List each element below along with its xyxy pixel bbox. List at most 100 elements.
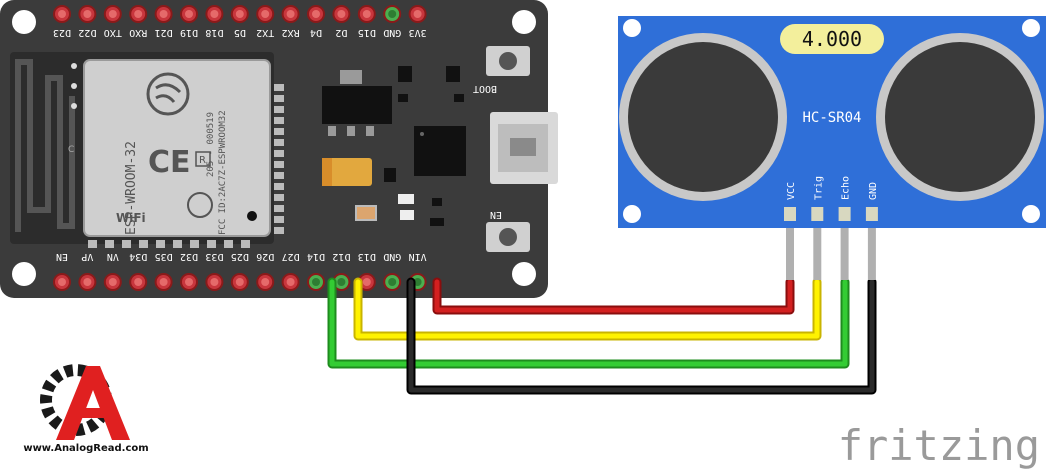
mount-hole (512, 262, 536, 286)
brand-url: www.AnalogRead.com (23, 443, 148, 454)
capacitor (322, 158, 372, 186)
pin-pad (261, 10, 270, 18)
module-pad (274, 84, 284, 91)
wires (327, 277, 877, 395)
bottom-pin-label: D14 (307, 251, 325, 262)
top-pin-label: D15 (358, 27, 376, 38)
sensor-model-label: HC-SR04 (802, 110, 861, 126)
module-pads (88, 84, 284, 248)
fritzing-watermark: fritzing (838, 421, 1040, 470)
fcc-logo-icon (187, 192, 213, 218)
bottom-pin-label: D27 (282, 251, 300, 262)
pin-pad (83, 10, 92, 18)
top-pin-label: TXO (104, 27, 122, 38)
micro-usb-port[interactable] (490, 112, 558, 184)
sensor-pin-gnd[interactable] (865, 207, 878, 221)
pin-pad (185, 278, 193, 286)
module-pad (274, 95, 284, 102)
top-pin-label: D23 (53, 27, 71, 38)
mount-hole (623, 205, 641, 223)
module-pad (274, 183, 284, 190)
mount-hole (12, 10, 36, 34)
module-name: ESP-WROOM-32 (124, 141, 139, 235)
top-pin-label: RX2 (282, 27, 300, 38)
pin-pad (108, 10, 117, 18)
pin-pad (286, 278, 295, 286)
module-pad (241, 240, 250, 248)
module-pad (122, 240, 131, 248)
bottom-pin-row (53, 273, 427, 291)
transducer-right (876, 33, 1044, 201)
top-pin-label: D22 (78, 27, 96, 38)
module-pad (274, 139, 284, 146)
top-pin-label: GND (383, 27, 401, 38)
antenna-trace (15, 59, 75, 232)
distance-readout: 4.000 (802, 27, 862, 51)
sensor-pin-label: GND (868, 182, 879, 200)
pin-pad (362, 278, 371, 286)
sensor-pin-label: Echo (841, 176, 852, 200)
pin-pad (58, 10, 66, 18)
top-pin-label: D18 (205, 27, 223, 38)
en-button[interactable] (486, 222, 530, 252)
bottom-pin-label: VP (81, 251, 93, 262)
analogread-logo: www.AnalogRead.com (16, 364, 164, 454)
antenna-label: C (68, 145, 74, 155)
sensor-pin-trig[interactable] (811, 207, 824, 221)
module-fcc-id: FCC ID:2AC7Z-ESPWROOM32 (218, 110, 228, 235)
pin-pad (413, 10, 422, 18)
bottom-pin-label: D26 (256, 251, 274, 262)
pin-pad (159, 278, 168, 286)
module-pad (274, 227, 284, 234)
top-pin-label: D2 (335, 27, 347, 38)
esp-wroom-32-module: C ESP-WROOM-32 FCC ID:2AC7Z-ESPWROOM32 2… (10, 52, 284, 248)
bottom-pin-label: D35 (155, 251, 173, 262)
pin-pad (185, 10, 193, 18)
top-pin-label: TX2 (256, 27, 274, 38)
distance-display (780, 24, 884, 54)
boot-button[interactable] (486, 46, 530, 76)
module-pad (274, 161, 284, 168)
bottom-pin-label: D12 (332, 251, 350, 262)
pin-pad (337, 278, 346, 286)
module-pad (88, 240, 97, 248)
top-pin-label: 3V3 (409, 27, 427, 38)
pin-pad (337, 10, 346, 18)
top-pin-label: D5 (234, 27, 246, 38)
bottom-pin-label: D33 (205, 251, 223, 262)
module-pad (274, 117, 284, 124)
pin-pad (108, 278, 117, 286)
transducer-left (619, 33, 787, 201)
en-label: EN (490, 209, 502, 220)
top-pin-label: RXO (129, 27, 147, 38)
module-pad (139, 240, 148, 248)
espressif-logo-icon (146, 72, 190, 116)
pin-pad (312, 278, 320, 286)
module-pad (274, 216, 284, 223)
top-pin-label: D21 (155, 27, 173, 38)
pin-pad (235, 10, 244, 18)
sensor-pin-echo[interactable] (838, 207, 851, 221)
module-serial: 205 - 000519 (206, 112, 216, 177)
module-pad (207, 240, 216, 248)
sensor-pin-vcc[interactable] (784, 207, 796, 221)
ce-mark: CE (148, 145, 191, 180)
module-pad (105, 240, 114, 248)
mount-hole (12, 262, 36, 286)
module-pad (173, 240, 182, 248)
pin-pad (362, 10, 371, 18)
bottom-pin-label: D32 (180, 251, 198, 262)
mount-hole (512, 10, 536, 34)
boot-label: BOOT (473, 83, 497, 94)
pin-pad (235, 278, 244, 286)
module-pad (274, 106, 284, 113)
pin-pad (159, 10, 168, 18)
bottom-pin-label: VIN (409, 251, 427, 262)
top-pin-label: D19 (180, 27, 198, 38)
voltage-regulator (322, 70, 392, 136)
pin-pad (261, 278, 270, 286)
